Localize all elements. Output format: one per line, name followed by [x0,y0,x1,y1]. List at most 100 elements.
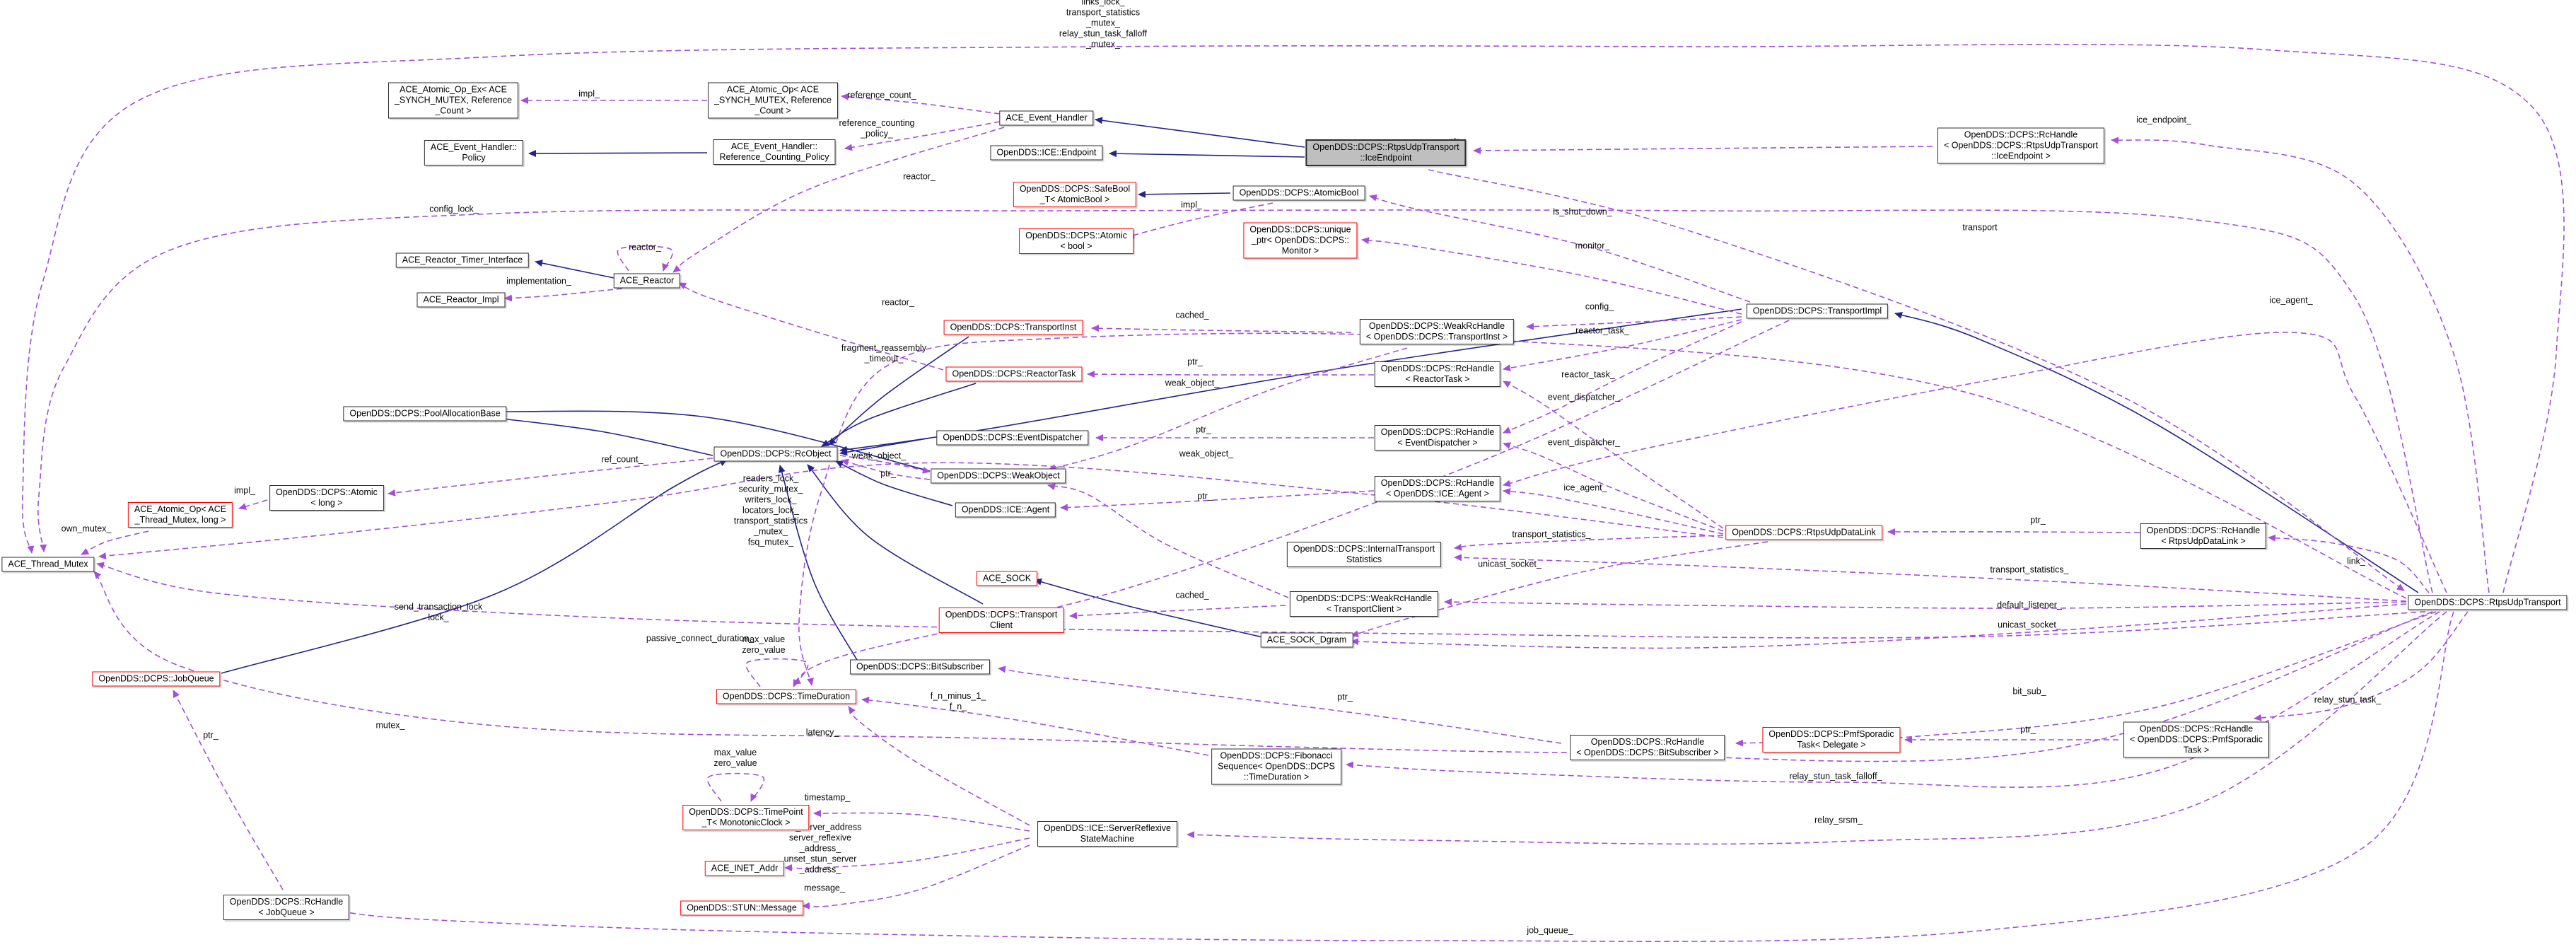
node-time-duration[interactable]: OpenDDS::DCPS::TimeDuration [716,689,857,704]
edge-cached-inst [1091,325,1352,333]
edge-job-queue-member [330,611,2454,942]
edge-message [802,844,1030,910]
node-rchandle-rtps-udp-data-link[interactable]: OpenDDS::DCPS::RcHandle < RtpsUdpDataLin… [2140,523,2267,549]
edge-ice-agent-2 [1503,332,2447,593]
edge-atomicbool-to-safebool [1138,190,1231,198]
node-rchandle-pmf-sporadic-task[interactable]: OpenDDS::DCPS::RcHandle < OpenDDS::DCPS:… [2123,721,2269,758]
node-atomicbool[interactable]: OpenDDS::DCPS::AtomicBool [1232,185,1365,201]
edge-implementation [504,288,623,302]
edge-send-transaction-lock [96,562,2426,639]
edge-weakobject-client [1047,483,1289,598]
edge-ref-count-long [387,458,713,496]
node-ace-reactor[interactable]: ACE_Reactor [613,273,681,289]
node-ice-endpoint[interactable]: OpenDDS::ICE::Endpoint [990,145,1103,161]
edge-rcobject-weakobject [839,455,931,474]
node-fibonacci-sequence[interactable]: OpenDDS::DCPS::Fibonacci Sequence< OpenD… [1211,748,1341,785]
node-ace-event-handler-policy[interactable]: ACE_Event_Handler:: Policy [424,140,524,165]
edge-cached-client [1069,605,1286,620]
node-pool-allocation-base[interactable]: OpenDDS::DCPS::PoolAllocationBase [343,406,507,422]
node-unique-ptr-monitor[interactable]: OpenDDS::DCPS::unique _ptr< OpenDDS::DCP… [1243,222,1358,259]
edge-ptr-iceagent [1060,490,1375,511]
node-ace-event-handler[interactable]: ACE_Event_Handler [999,110,1094,126]
node-transport-inst[interactable]: OpenDDS::DCPS::TransportInst [943,320,1083,335]
node-atomic-long[interactable]: OpenDDS::DCPS::Atomic < long > [269,485,384,511]
node-internal-transport-statistics[interactable]: OpenDDS::DCPS::InternalTransport Statist… [1286,542,1442,567]
edge-timepoint-self [707,772,765,802]
edge-is-shut-down [1369,194,1751,303]
node-stun-message[interactable]: OpenDDS::STUN::Message [680,900,803,916]
edge-default-listener [1444,598,2407,609]
node-ace-atomic-op-ex-sync[interactable]: ACE_Atomic_Op_Ex< ACE _SYNCH_MUTEX, Refe… [387,82,519,119]
node-weakobject[interactable]: OpenDDS::DCPS::WeakObject [931,468,1066,484]
node-ace-reactor-timer-interface[interactable]: ACE_Reactor_Timer_Interface [395,252,530,268]
node-ace-atomic-op-thread-mutex-long[interactable]: ACE_Atomic_Op< ACE _Thread_Mutex, long > [127,502,233,528]
node-rtps-udp-transport-ice-endpoint[interactable]: OpenDDS::DCPS::RtpsUdpTransport ::IceEnd… [1305,139,1467,166]
edge-ptr-iceendpoint [1473,146,1933,154]
edge-passive-connect [793,320,1790,685]
node-rcobject[interactable]: OpenDDS::DCPS::RcObject [713,446,838,462]
edge-stun-addresses [784,837,1030,872]
node-rchandle-event-dispatcher[interactable]: OpenDDS::DCPS::RcHandle < EventDispatche… [1374,425,1501,451]
edge-bit-sub [1735,611,2437,747]
node-ace-reactor-impl[interactable]: ACE_Reactor_Impl [416,292,506,308]
edge-eventhandler-reactor [672,127,1005,273]
edge-transport-statistics-2 [1454,554,2407,602]
node-ace-inet-addr[interactable]: ACE_INET_Addr [704,861,785,876]
node-rchandle-reactor-task[interactable]: OpenDDS::DCPS::RcHandle < ReactorTask > [1374,361,1501,387]
node-rchandle-job-queue[interactable]: OpenDDS::DCPS::RcHandle < JobQueue > [223,895,350,920]
node-rchandle-bit-subscriber[interactable]: OpenDDS::DCPS::RcHandle < OpenDDS::DCPS:… [1570,735,1725,760]
edge-links-lock [21,43,2565,593]
node-ice-agent[interactable]: OpenDDS::ICE::Agent [955,502,1056,518]
edge-mutex [93,571,2433,762]
edge-latency [848,706,1030,826]
edge-relay-stun-task [2254,611,2469,721]
node-event-dispatcher[interactable]: OpenDDS::DCPS::EventDispatcher [936,430,1089,446]
node-ace-sock[interactable]: ACE_SOCK [976,571,1038,586]
edge-ptr-reactortask [1087,371,1375,378]
edge-event-dispatcher-2 [1503,442,1724,532]
edge-fibonacci-fn [861,697,1209,756]
edge-rtpsudptransport-to-transportimpl [1894,312,2419,593]
edge-reactor-task-2 [1503,380,1724,529]
edge-link [2268,534,2430,593]
node-rchandle-ice-agent[interactable]: OpenDDS::DCPS::RcHandle < OpenDDS::ICE::… [1374,476,1501,501]
node-pmf-sporadic-task[interactable]: OpenDDS::DCPS::PmfSporadic Task< Delegat… [1762,727,1901,753]
edge-timeduration-self [745,658,809,687]
edge-iceagent-to-rcobject [835,460,953,506]
node-transport-impl[interactable]: OpenDDS::DCPS::TransportImpl [1746,303,1889,319]
node-transport-client[interactable]: OpenDDS::DCPS::Transport Client [938,608,1064,633]
node-ace-thread-mutex[interactable]: ACE_Thread_Mutex [1,557,95,572]
node-ace-sock-dgram[interactable]: ACE_SOCK_Dgram [1260,632,1353,648]
edge-unicast-socket-1 [1351,541,1768,637]
node-ace-event-handler-reference-counting-policy[interactable]: ACE_Event_Handler:: Reference_Counting_P… [713,139,836,165]
edge-weakobject-inst [1048,347,1408,472]
edge-config-lock [37,209,2433,593]
edge-atomic-long-impl [238,499,268,510]
node-bit-subscriber[interactable]: OpenDDS::DCPS::BitSubscriber [850,659,990,675]
node-ace-atomic-op-sync[interactable]: ACE_Atomic_Op< ACE _SYNCH_MUTEX, Referen… [707,82,839,119]
edge-unicast-socket-2 [1351,603,2407,649]
node-rtps-udp-data-link[interactable]: OpenDDS::DCPS::RtpsUdpDataLink [1725,525,1882,540]
edge-monitor [1361,237,1742,315]
node-server-reflexive-state-machine[interactable]: OpenDDS::ICE::ServerReflexive StateMachi… [1037,821,1177,847]
edge-ice-endpoint-member [2111,136,2490,593]
node-job-queue[interactable]: OpenDDS::DCPS::JobQueue [92,671,221,687]
node-time-point-monotonic[interactable]: OpenDDS::DCPS::TimePoint _T< MonotonicCl… [682,805,810,830]
node-safebool-t-atomicbool[interactable]: OpenDDS::DCPS::SafeBool _T< AtomicBool > [1013,182,1137,207]
node-weakrchandle-transport-client[interactable]: OpenDDS::DCPS::WeakRcHandle < TransportC… [1289,591,1439,617]
edge-ice-agent-1 [1503,488,1724,535]
edge-ptr-bitsub [998,666,1562,744]
edge-weakobject-ptr [841,458,931,480]
edge-bitsubscriber-to-rcobject [778,465,858,662]
edge-fragment-reassembly [798,332,2407,686]
node-rtps-udp-transport[interactable]: OpenDDS::DCPS::RtpsUdpTransport [2408,595,2568,610]
node-weakrchandle-transport-inst[interactable]: OpenDDS::DCPS::WeakRcHandle < OpenDDS::D… [1359,319,1515,344]
edge-reference-counting-policy [844,121,1001,151]
node-atomic-bool[interactable]: OpenDDS::DCPS::Atomic < bool > [1019,228,1133,254]
edge-iceendpoint-to-iceendpointbase [1109,150,1305,158]
edge-ptr-datalink [1887,528,2140,535]
node-rchandle-ice-endpoint[interactable]: OpenDDS::DCPS::RcHandle < OpenDDS::DCPS:… [1937,127,2105,164]
edge-reactor-to-timerinterface [535,260,618,279]
node-reactor-task[interactable]: OpenDDS::DCPS::ReactorTask [945,366,1083,382]
edge-atomicbool-impl [1126,202,1274,239]
